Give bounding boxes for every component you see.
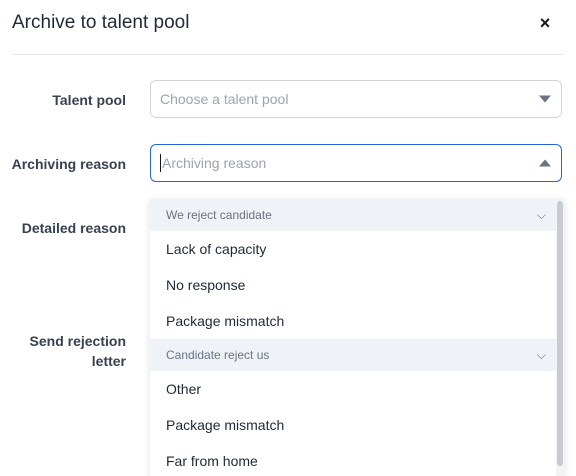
archiving-reason-label: Archiving reason bbox=[11, 156, 126, 172]
close-icon[interactable]: × bbox=[539, 12, 551, 33]
talent-pool-label: Talent pool bbox=[52, 92, 126, 108]
dropdown-group-header[interactable]: We reject candidate ⌵ bbox=[150, 199, 564, 231]
chevron-up-icon bbox=[539, 159, 551, 167]
chevron-down-icon[interactable]: ⌵ bbox=[536, 348, 546, 362]
detailed-reason-label: Detailed reason bbox=[21, 220, 126, 236]
group-label: We reject candidate bbox=[166, 208, 272, 222]
talent-pool-placeholder: Choose a talent pool bbox=[160, 91, 289, 107]
dropdown-option[interactable]: Package mismatch bbox=[166, 417, 285, 433]
dropdown-group-header[interactable]: Candidate reject us ⌵ bbox=[150, 339, 564, 371]
text-cursor bbox=[160, 154, 161, 172]
dropdown-scrollbar[interactable] bbox=[556, 199, 564, 476]
send-rejection-letter-label: Send rejection letter bbox=[30, 331, 126, 371]
dropdown-option[interactable]: Lack of capacity bbox=[166, 241, 267, 257]
archiving-reason-dropdown[interactable]: We reject candidate ⌵ Lack of capacity N… bbox=[150, 199, 564, 476]
chevron-down-icon bbox=[539, 95, 551, 103]
dropdown-option[interactable]: Other bbox=[166, 381, 202, 397]
dropdown-option[interactable]: Package mismatch bbox=[166, 313, 285, 329]
header-divider bbox=[12, 54, 564, 55]
scrollbar-thumb[interactable] bbox=[557, 201, 563, 466]
chevron-down-icon[interactable]: ⌵ bbox=[536, 208, 546, 222]
archiving-reason-select[interactable]: Archiving reason bbox=[150, 144, 562, 182]
send-rejection-label-line2: letter bbox=[91, 353, 126, 369]
modal-title: Archive to talent pool bbox=[12, 12, 190, 33]
archiving-reason-placeholder: Archiving reason bbox=[162, 155, 267, 171]
send-rejection-label-line1: Send rejection bbox=[29, 333, 126, 349]
dropdown-option[interactable]: No response bbox=[166, 277, 246, 293]
dropdown-option[interactable]: Far from home bbox=[166, 453, 258, 469]
talent-pool-select[interactable]: Choose a talent pool bbox=[150, 80, 562, 118]
group-label: Candidate reject us bbox=[166, 348, 270, 362]
